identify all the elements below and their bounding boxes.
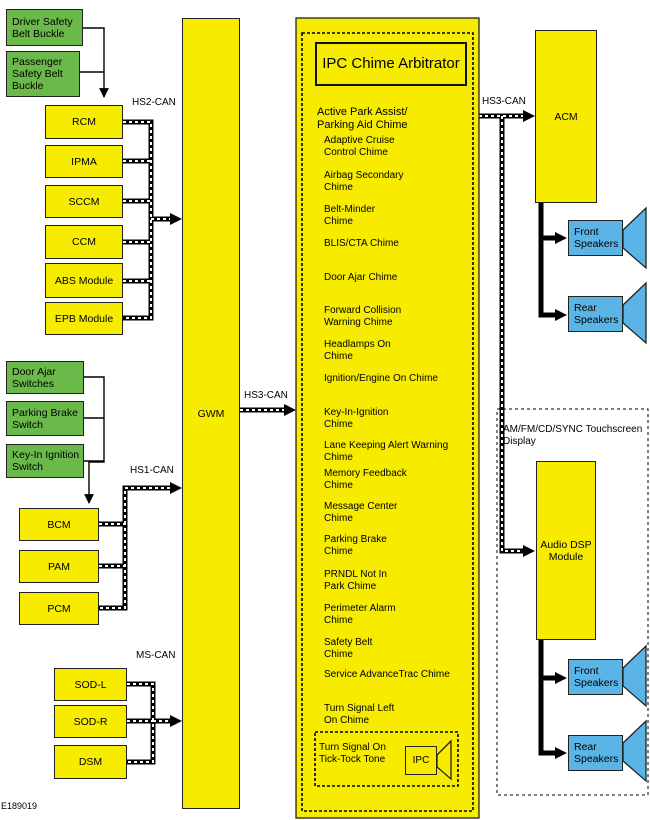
sod-r-module: SOD-R bbox=[54, 705, 127, 738]
bcm-module: BCM bbox=[19, 508, 99, 541]
dsm-module: DSM bbox=[54, 745, 127, 779]
chime-message-center: Message Center Chime bbox=[324, 501, 398, 524]
chime-belt-minder: Belt-Minder Chime bbox=[324, 204, 376, 227]
ipma-module: IPMA bbox=[45, 145, 123, 178]
audio-speaker-bus bbox=[538, 640, 567, 759]
chime-adaptive-cruise: Adaptive Cruise Control Chime bbox=[324, 135, 395, 158]
abs-module: ABS Module bbox=[45, 263, 123, 298]
chime-safety-belt: Safety Belt Chime bbox=[324, 637, 373, 660]
sccm-module: SCCM bbox=[45, 185, 123, 218]
chime-turn-signal-left: Turn Signal Left On Chime bbox=[324, 703, 395, 726]
hs1-can-bus bbox=[99, 482, 182, 611]
chime-memory-feedback: Memory Feedback Chime bbox=[324, 468, 407, 491]
rcm-module: RCM bbox=[45, 105, 123, 139]
acm-front-speakers: Front Speakers bbox=[568, 220, 623, 256]
hs2-can-label: HS2-CAN bbox=[132, 97, 176, 108]
ms-can-bus bbox=[127, 681, 182, 765]
door-ajar-wire bbox=[84, 376, 105, 504]
door-ajar-switches: Door Ajar Switches bbox=[6, 361, 84, 394]
chime-lane-keeping-alert: Lane Keeping Alert Warning Chime bbox=[324, 440, 449, 463]
chime-prndl-not-in-park: PRNDL Not In Park Chime bbox=[324, 569, 387, 592]
audio-front-speaker-horn-icon bbox=[622, 644, 647, 708]
chime-parking-brake: Parking Brake Chime bbox=[324, 534, 387, 557]
turn-signal-tick-tock-tone: Turn Signal On Tick-Tock Tone bbox=[319, 742, 386, 765]
audio-rear-speaker-horn-icon bbox=[622, 719, 647, 783]
audio-dsp-module: Audio DSP Module bbox=[536, 461, 596, 640]
chime-door-ajar: Door Ajar Chime bbox=[324, 272, 398, 283]
pam-module: PAM bbox=[19, 550, 99, 583]
hs3-can-right-bus bbox=[479, 110, 535, 557]
ipc-inner-boundary bbox=[301, 32, 474, 812]
hs3-can-mid-label: HS3-CAN bbox=[244, 390, 288, 401]
chime-headlamps-on: Headlamps On Chime bbox=[324, 339, 391, 362]
audio-front-speakers: Front Speakers bbox=[568, 659, 623, 695]
acm-speaker-bus bbox=[538, 203, 567, 321]
chime-active-park-assist: Active Park Assist/ Parking Aid Chime bbox=[317, 106, 408, 131]
ccm-module: CCM bbox=[45, 225, 123, 259]
key-in-ignition-switch: Key-In Ignition Switch bbox=[6, 444, 84, 478]
chime-perimeter-alarm: Perimeter Alarm Chime bbox=[324, 603, 396, 626]
gwm-module: GWM bbox=[182, 18, 240, 809]
acm-front-speaker-horn-icon bbox=[622, 206, 647, 270]
ms-can-label: MS-CAN bbox=[136, 650, 176, 661]
sod-l-module: SOD-L bbox=[54, 668, 127, 701]
figure-id: E189019 bbox=[1, 801, 38, 811]
pcm-module: PCM bbox=[19, 592, 99, 625]
chime-blis-cta: BLIS/CTA Chime bbox=[324, 238, 399, 249]
ipc-speaker: IPC bbox=[405, 746, 437, 775]
chime-service-advancetrac: Service AdvanceTrac Chime bbox=[324, 669, 450, 680]
ipc-speaker-horn-icon bbox=[436, 739, 452, 781]
passenger-safety-belt-buckle: Passenger Safety Belt Buckle bbox=[6, 51, 80, 97]
chime-airbag-secondary: Airbag Secondary Chime bbox=[324, 170, 404, 193]
parking-brake-switch: Parking Brake Switch bbox=[6, 401, 84, 436]
chime-forward-collision: Forward Collision Warning Chime bbox=[324, 305, 402, 328]
audio-group-boundary bbox=[496, 408, 649, 796]
hs1-can-label: HS1-CAN bbox=[130, 465, 174, 476]
driver-safety-belt-buckle: Driver Safety Belt Buckle bbox=[6, 9, 83, 46]
driver-belt-wire bbox=[83, 27, 109, 98]
hs3-can-mid-bus bbox=[240, 404, 296, 416]
hs3-can-right-label: HS3-CAN bbox=[482, 96, 526, 107]
chime-ignition-engine-on: Ignition/Engine On Chime bbox=[324, 373, 438, 384]
epb-module: EPB Module bbox=[45, 302, 123, 335]
hs2-can-bus bbox=[123, 119, 182, 321]
turn-signal-boundary bbox=[314, 731, 459, 787]
acm-rear-speakers: Rear Speakers bbox=[568, 296, 623, 332]
chime-key-in-ignition: Key-In-Ignition Chime bbox=[324, 407, 389, 430]
ipc-chime-arbitrator-title: IPC Chime Arbitrator bbox=[315, 42, 467, 86]
ipc-block bbox=[295, 17, 480, 819]
audio-rear-speakers: Rear Speakers bbox=[568, 735, 623, 771]
acm-rear-speaker-horn-icon bbox=[622, 281, 647, 345]
audio-group-label: AM/FM/CD/SYNC Touchscreen Display bbox=[503, 424, 643, 447]
acm-module: ACM bbox=[535, 30, 597, 203]
